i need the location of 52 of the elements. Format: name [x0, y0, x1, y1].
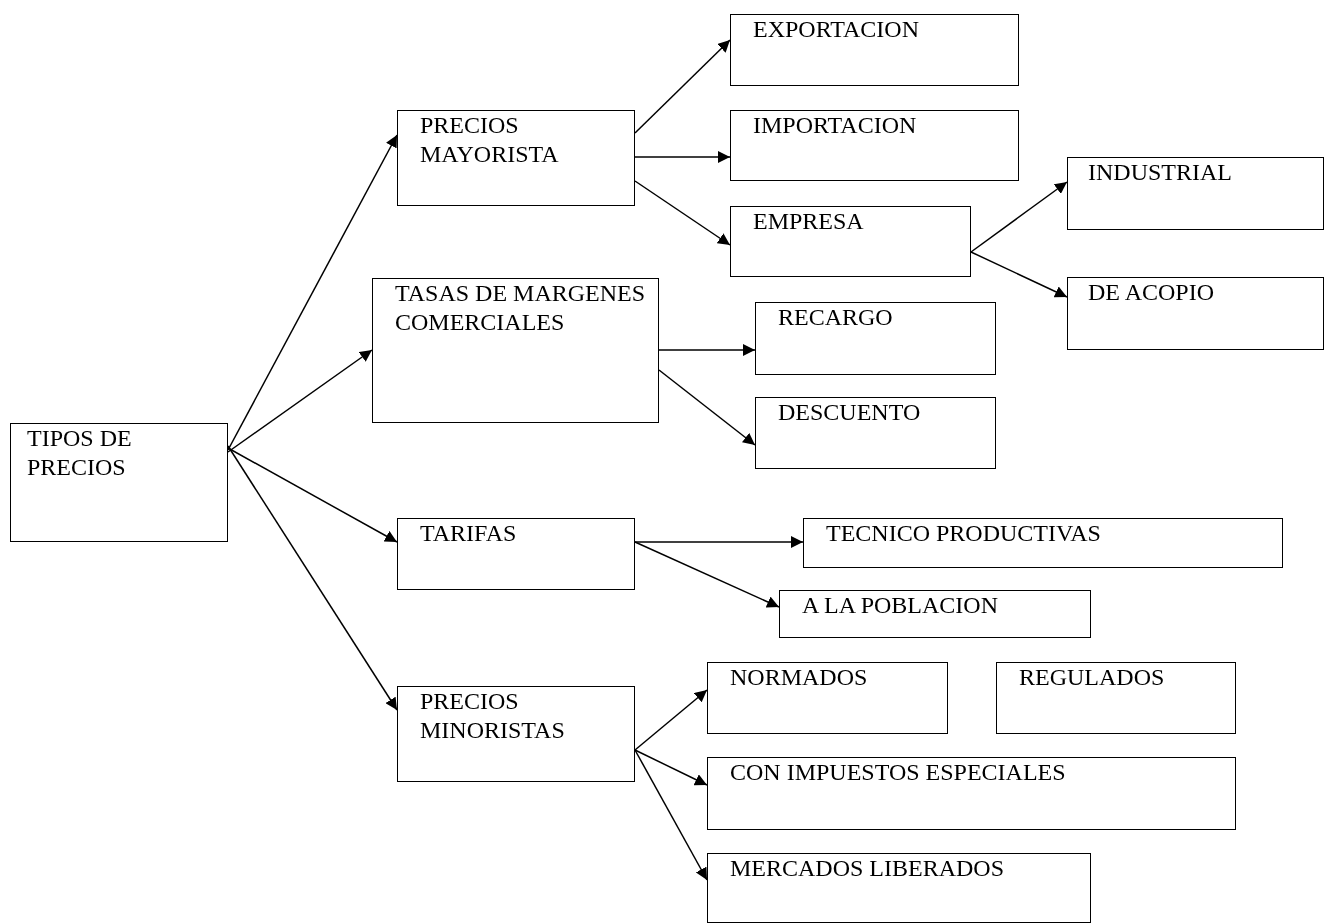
process-box: [1067, 277, 1324, 350]
node-label: EXPORTACION: [753, 15, 920, 44]
arrow: [634, 541, 780, 608]
process-box: [397, 686, 635, 782]
process-box: [730, 110, 1019, 181]
arrow: [634, 749, 708, 881]
node-label: TASAS DE MARGENES COMERCIALES: [395, 279, 647, 337]
arrow: [227, 447, 398, 543]
node-label: TIPOS DE PRECIOS: [27, 424, 133, 482]
process-box: [755, 302, 996, 375]
node-label: A LA POBLACION: [802, 591, 1000, 620]
arrow: [634, 536, 804, 548]
arrow: [658, 369, 756, 446]
process-box: [397, 110, 635, 206]
arrow: [634, 180, 731, 246]
process-box: [803, 518, 1283, 568]
process-box: [1067, 157, 1324, 230]
arrow: [658, 344, 756, 356]
process-box: [779, 590, 1091, 638]
arrow: [634, 749, 708, 786]
arrow: [227, 445, 398, 711]
node-label: CON IMPUESTOS ESPECIALES: [730, 758, 1067, 787]
arrow: [970, 251, 1068, 298]
process-box: [730, 206, 971, 277]
node-label: NORMADOS: [730, 663, 869, 692]
process-box: [707, 853, 1091, 923]
process-box: [10, 423, 228, 542]
arrow: [634, 39, 731, 134]
node-label: PRECIOS MAYORISTA: [420, 111, 560, 169]
process-box: [707, 757, 1236, 830]
arrow: [634, 689, 708, 751]
process-box: [372, 278, 659, 423]
node-label: TARIFAS: [420, 519, 518, 548]
node-label: INDUSTRIAL: [1088, 158, 1233, 187]
arrow: [227, 134, 398, 451]
node-label: DE ACOPIO: [1088, 278, 1215, 307]
process-box: [397, 518, 635, 590]
arrow: [227, 349, 373, 453]
process-box: [707, 662, 948, 734]
process-box: [730, 14, 1019, 86]
node-label: IMPORTACION: [753, 111, 918, 140]
process-box: [996, 662, 1236, 734]
node-label: REGULADOS: [1019, 663, 1166, 692]
node-label: MERCADOS LIBERADOS: [730, 854, 1006, 883]
process-box: [755, 397, 996, 469]
node-label: TECNICO PRODUCTIVAS: [826, 519, 1102, 548]
arrow: [634, 151, 731, 163]
node-label: EMPRESA: [753, 207, 865, 236]
node-label: PRECIOS MINORISTAS: [420, 687, 566, 745]
node-label: RECARGO: [778, 303, 894, 332]
node-label: DESCUENTO: [778, 398, 922, 427]
arrow: [970, 181, 1068, 253]
